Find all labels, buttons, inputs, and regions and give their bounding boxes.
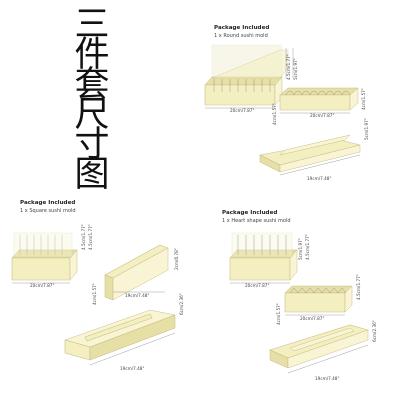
mold-press xyxy=(269,324,370,369)
dim-label: 6cm/2.36" xyxy=(179,293,184,315)
package-header: Package Included xyxy=(214,25,270,31)
heart-mold-illustration: 20cm/7.87" 5cm/1.97" 4.5cm/1.77" 20cm/7.… xyxy=(229,232,377,381)
square-mold-panel: Package Included 1 x Square sushi mold 2… xyxy=(0,200,200,400)
dim-label: 19cm/7.48" xyxy=(125,293,149,298)
dim-label: 5cm/1.97" xyxy=(293,58,298,80)
dim-label: 2cm/0.78" xyxy=(174,248,179,270)
package-header: Package Included xyxy=(20,200,76,206)
square-mold-illustration: 20cm/7.87" 4.5cm/1.77" 4.5cm/1.77" 19cm/… xyxy=(11,224,184,371)
dim-label: 4cm/1.57" xyxy=(272,103,277,125)
dim-label: 19cm/7.48" xyxy=(307,176,331,181)
dim-label: 6cm/2.36" xyxy=(372,320,377,342)
dim-label: 4.5cm/1.77" xyxy=(356,274,361,300)
dim-label: 4.5cm/1.77" xyxy=(81,224,86,250)
round-mold-panel: Package Included 1 x Round sushi mold 20… xyxy=(200,0,400,200)
mold-base xyxy=(64,309,176,361)
mold-box xyxy=(229,232,298,281)
title-panel: 三 件 套 尺 寸 图 xyxy=(0,0,200,200)
dim-label: 5cm/1.97" xyxy=(364,118,369,140)
dim-label: 20cm/7.87" xyxy=(310,113,334,118)
mold-divider xyxy=(284,285,353,313)
dim-label: 4.5cm/1.77" xyxy=(305,234,310,260)
dim-label: 4cm/1.57" xyxy=(361,88,366,110)
package-item: 1 x Heart shape sushi mold xyxy=(222,218,291,224)
mold-divider xyxy=(279,87,359,111)
mold-box xyxy=(204,44,289,106)
dim-label: 4.5cm/1.77" xyxy=(88,224,93,250)
round-mold-illustration: 20cm/7.87" 4.5cm/1.77" 5cm/1.97" 20cm/7.… xyxy=(204,44,369,181)
dim-label: 5cm/1.97" xyxy=(298,238,303,260)
page-title: 三 件 套 尺 寸 图 xyxy=(62,5,122,195)
dim-label: 20cm/7.87" xyxy=(245,283,269,288)
title-char: 套 xyxy=(74,65,110,105)
dim-label: 4.5cm/1.77" xyxy=(286,54,291,80)
title-char: 尺 xyxy=(74,95,110,135)
dim-label: 19cm/7.48" xyxy=(120,366,144,371)
heart-mold-panel: Package Included 1 x Heart shape sushi m… xyxy=(200,200,400,400)
dim-label: 20cm/7.87" xyxy=(300,316,324,321)
dim-label: 4cm/1.57" xyxy=(92,283,97,305)
mold-box xyxy=(11,232,78,281)
package-header: Package Included xyxy=(222,210,278,216)
mold-press xyxy=(104,244,169,301)
dim-label: 4cm/1.57" xyxy=(276,303,281,325)
package-item: 1 x Square sushi mold xyxy=(20,208,76,214)
title-char: 图 xyxy=(74,155,110,195)
package-item: 1 x Round sushi mold xyxy=(214,33,268,39)
dim-label: 20cm/7.87" xyxy=(230,108,254,113)
title-char: 寸 xyxy=(74,125,110,165)
title-char: 三 xyxy=(74,5,110,45)
dim-label: 20cm/7.87" xyxy=(30,283,54,288)
mold-press xyxy=(259,134,361,173)
title-char: 件 xyxy=(74,35,110,75)
dim-label: 19cm/7.48" xyxy=(315,376,339,381)
